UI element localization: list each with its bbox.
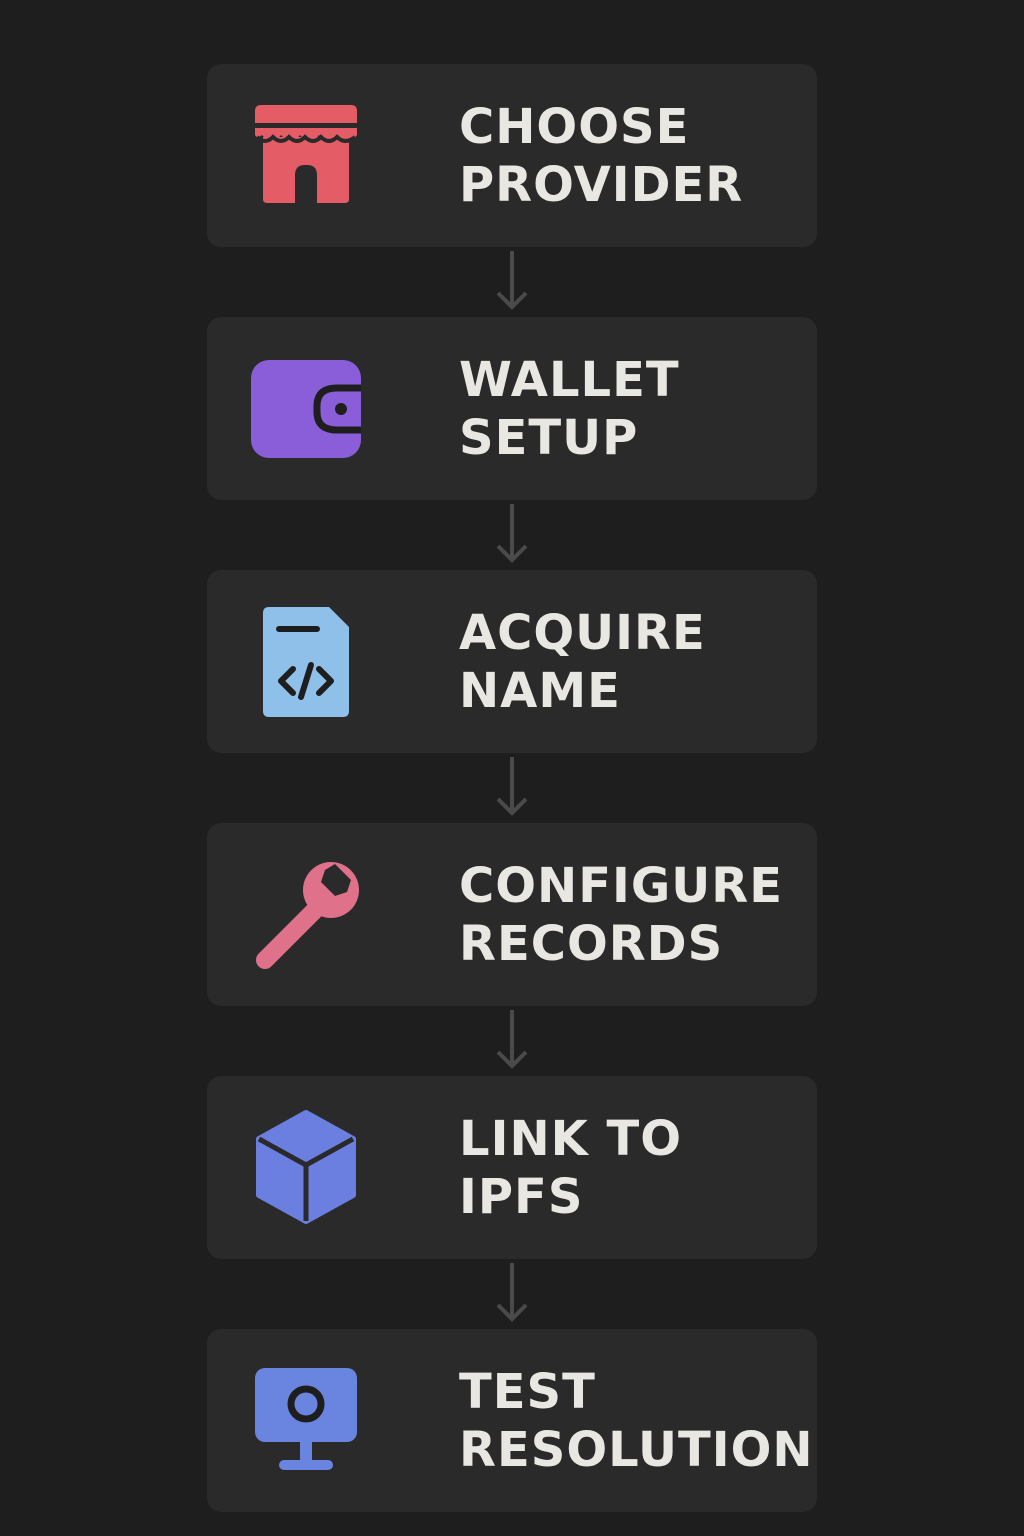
step-label-line1: CONFIGURE (459, 857, 783, 914)
step-label: TEST RESOLUTION (459, 1329, 814, 1512)
flow-connector (207, 1259, 817, 1329)
flow-connector (207, 753, 817, 823)
step-label: WALLET SETUP (459, 317, 680, 500)
step-label: CHOOSE PROVIDER (459, 64, 743, 247)
step-label-line1: CHOOSE (459, 98, 690, 155)
code-file-icon (245, 601, 367, 723)
step-label-line2: RECORDS (459, 915, 724, 972)
step-label-line2: NAME (459, 662, 621, 719)
step-label-line2: PROVIDER (459, 156, 744, 213)
flow-connector (207, 247, 817, 317)
flow-connector (207, 500, 817, 570)
step-label: ACQUIRE NAME (459, 570, 706, 753)
step-card-acquire-name: ACQUIRE NAME (207, 570, 817, 753)
flow-diagram: CHOOSE PROVIDER WALLET SETUP (207, 64, 817, 1512)
step-label-line2: RESOLUTION (459, 1421, 814, 1478)
step-label: LINK TO IPFS (459, 1076, 682, 1259)
step-label-line2: SETUP (459, 409, 639, 466)
step-label-line1: TEST (459, 1363, 596, 1420)
step-label: CONFIGURE RECORDS (459, 823, 783, 1006)
step-card-wallet-setup: WALLET SETUP (207, 317, 817, 500)
flow-connector (207, 1006, 817, 1076)
step-label-line1: ACQUIRE (459, 604, 706, 661)
arrow-down-icon (496, 757, 528, 816)
storefront-icon (245, 95, 367, 217)
arrow-down-icon (496, 504, 528, 563)
step-card-test-resolution: TEST RESOLUTION (207, 1329, 817, 1512)
arrow-down-icon (496, 1263, 528, 1322)
wallet-icon (245, 348, 367, 470)
arrow-down-icon (496, 251, 528, 310)
step-label-line1: WALLET (459, 351, 680, 408)
step-card-link-to-ipfs: LINK TO IPFS (207, 1076, 817, 1259)
monitor-icon (245, 1360, 367, 1482)
cube-icon (245, 1107, 367, 1229)
arrow-down-icon (496, 1010, 528, 1069)
wrench-icon (245, 854, 367, 976)
step-label-line2: IPFS (459, 1168, 584, 1225)
step-card-configure-records: CONFIGURE RECORDS (207, 823, 817, 1006)
step-card-choose-provider: CHOOSE PROVIDER (207, 64, 817, 247)
step-label-line1: LINK TO (459, 1110, 683, 1167)
